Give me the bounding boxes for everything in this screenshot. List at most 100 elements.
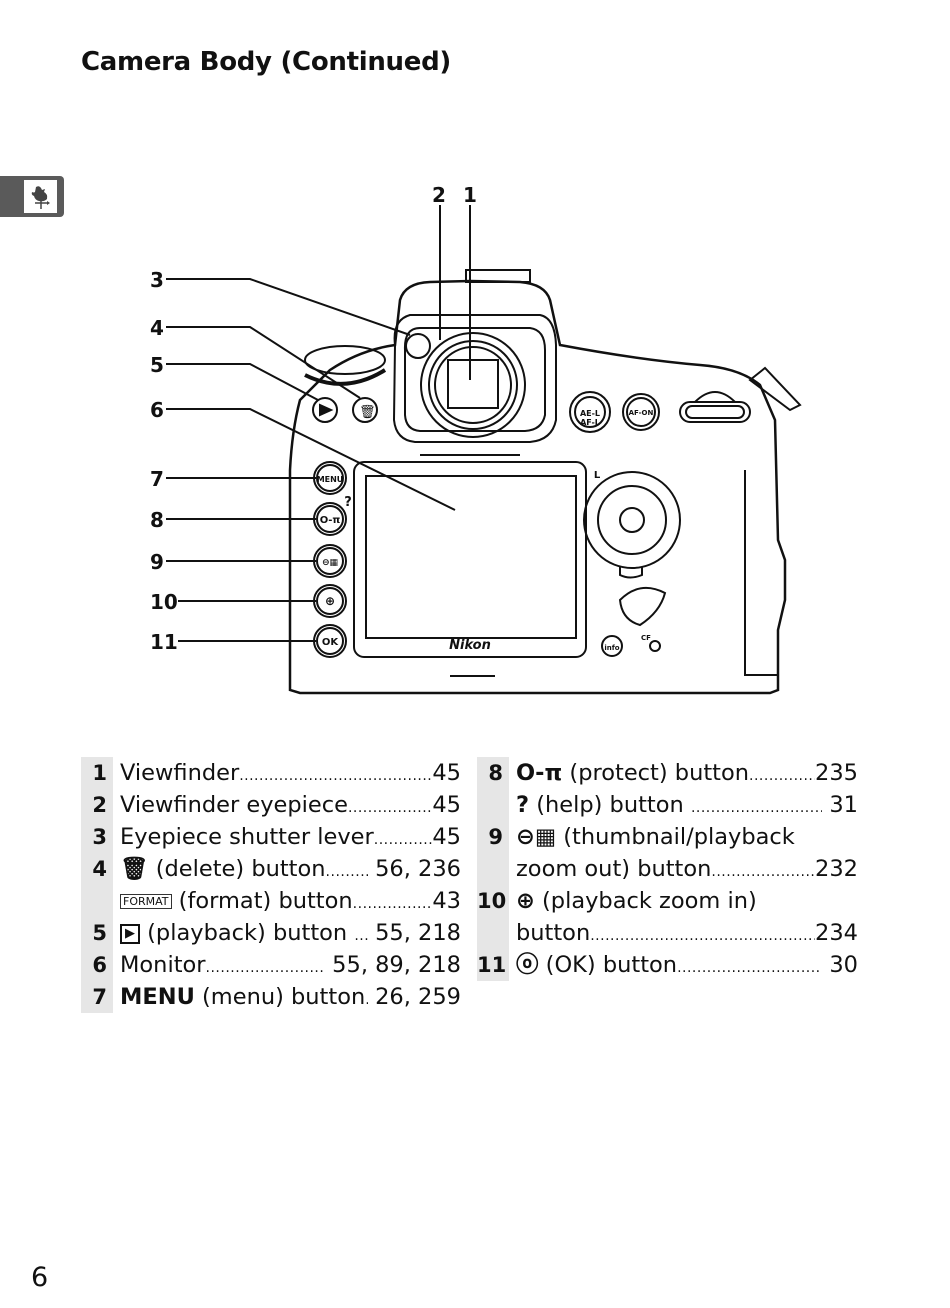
legend-label: Viewfinder eyepiece (120, 792, 348, 818)
leader-dots (374, 827, 433, 853)
page-reference[interactable]: 45 (432, 760, 461, 786)
rooster-weathervane-icon (24, 180, 57, 213)
svg-text:?: ? (344, 495, 352, 510)
legend-number: 1 (81, 757, 113, 789)
svg-text:Nikon: Nikon (449, 638, 491, 653)
legend-label: Viewfinder (120, 760, 240, 786)
callout-7: 7 (150, 467, 164, 491)
leader-dots (348, 795, 432, 821)
leader-dots (206, 955, 326, 981)
legend-glyph-icon: FORMAT (120, 894, 172, 909)
page-reference[interactable]: 55, 218 (367, 920, 461, 946)
svg-text:⊖▦: ⊖▦ (322, 558, 338, 568)
page-reference[interactable]: 45 (432, 824, 461, 850)
legend-description: button 234 (509, 917, 858, 949)
callout-4: 4 (150, 316, 164, 340)
legend-description: Eyepiece shutter lever45 (113, 821, 461, 853)
legend-description: ▶ (playback) button 55, 218 (113, 917, 461, 949)
legend-number (477, 917, 509, 949)
leader-dots (691, 795, 822, 821)
page-number: 6 (31, 1262, 49, 1293)
page-reference[interactable]: 235 (815, 760, 858, 786)
legend-label: (thumbnail/playback (556, 824, 795, 850)
callout-2: 2 (432, 183, 446, 207)
legend-glyph-icon: 🗑 (120, 856, 149, 882)
legend-description: ⊖▦ (thumbnail/playback (509, 821, 858, 853)
page-reference[interactable]: 234 (815, 920, 858, 946)
legend-label: (OK) button (538, 952, 678, 978)
svg-text:🗑: 🗑 (359, 404, 376, 420)
legend-description: zoom out) button 232 (509, 853, 858, 885)
svg-text:info: info (604, 644, 619, 652)
legend-glyph-icon: O‑π (516, 760, 563, 786)
page-reference[interactable]: 232 (815, 856, 858, 882)
page-reference[interactable]: 30 (822, 952, 858, 978)
page-reference[interactable]: 56, 236 (367, 856, 461, 882)
section-tab[interactable] (0, 176, 64, 217)
page-reference[interactable]: 45 (432, 792, 461, 818)
page-title: Camera Body (Continued) (81, 47, 451, 77)
page-reference[interactable]: 55, 89, 218 (325, 952, 461, 978)
svg-text:CF: CF (641, 634, 651, 642)
callout-lines (166, 205, 471, 642)
legend-description: Viewfinder 45 (113, 757, 461, 789)
svg-text:L: L (594, 470, 601, 481)
legend-row: zoom out) button 232 (477, 853, 858, 885)
callout-9: 9 (150, 550, 164, 574)
legend-row: 1 Viewfinder 45 (81, 757, 461, 789)
page-reference[interactable]: 26, 259 (367, 984, 461, 1010)
legend-row: FORMAT (format) button43 (81, 885, 461, 917)
leader-dots (239, 763, 432, 789)
legend-row: 9⊖▦ (thumbnail/playback (477, 821, 858, 853)
svg-text:OK: OK (322, 637, 340, 648)
callout-8: 8 (150, 508, 164, 532)
legend-label: (delete) button (148, 856, 326, 882)
legend-glyph-icon: MENU (120, 984, 195, 1010)
legend-description: MENU (menu) button 26, 259 (113, 981, 461, 1013)
callout-11: 11 (150, 630, 178, 654)
leader-dots (326, 859, 368, 885)
legend-number: 2 (81, 789, 113, 821)
legend-row: ? (help) button 31 (477, 789, 858, 821)
leader-dots (590, 923, 815, 949)
legend-glyph-icon: ? (516, 792, 530, 818)
legend-number: 5 (81, 917, 113, 949)
legend-description: Viewfinder eyepiece 45 (113, 789, 461, 821)
legend-glyph-icon: ▶ (120, 923, 140, 944)
legend-label: zoom out) button (516, 856, 712, 882)
legend-description: ? (help) button 31 (509, 789, 858, 821)
legend-description: FORMAT (format) button43 (113, 885, 461, 917)
leader-dots (353, 891, 433, 917)
legend-glyph-icon: ⊖▦ (516, 824, 557, 850)
legend-label: (playback) button (140, 920, 355, 946)
legend-label: button (516, 920, 591, 946)
callout-1: 1 (463, 183, 477, 207)
legend-label: (help) button (529, 792, 691, 818)
camera-back-illustration: 🗑 Nikon MENU O‑π ? ⊖▦ ⊕ OK L AE-L AF-L A… (140, 180, 820, 710)
legend-glyph-icon: ⊕ (516, 888, 535, 914)
svg-text:MENU: MENU (317, 475, 344, 484)
legend-label: (playback zoom in) (534, 888, 757, 914)
legend-number (81, 885, 113, 917)
callout-6: 6 (150, 398, 164, 422)
legend-number: 4 (81, 853, 113, 885)
page-reference[interactable]: 43 (432, 888, 461, 914)
legend-row: 2 Viewfinder eyepiece 45 (81, 789, 461, 821)
leader-dots (711, 859, 815, 885)
legend-left: 1Viewfinder452Viewfinder eyepiece453Eyep… (81, 757, 461, 1013)
leader-dots (677, 955, 822, 981)
legend-description: ⊕ (playback zoom in) (509, 885, 858, 917)
leader-dots (354, 923, 368, 949)
legend-label: (protect) button (562, 760, 750, 786)
legend-number (477, 789, 509, 821)
legend-label: Monitor (120, 952, 206, 978)
legend-number: 8 (477, 757, 509, 789)
legend-number (477, 853, 509, 885)
legend-description: Monitor 55, 89, 218 (113, 949, 461, 981)
callout-10: 10 (150, 590, 178, 614)
callout-3: 3 (150, 268, 164, 292)
page-reference[interactable]: 31 (822, 792, 858, 818)
